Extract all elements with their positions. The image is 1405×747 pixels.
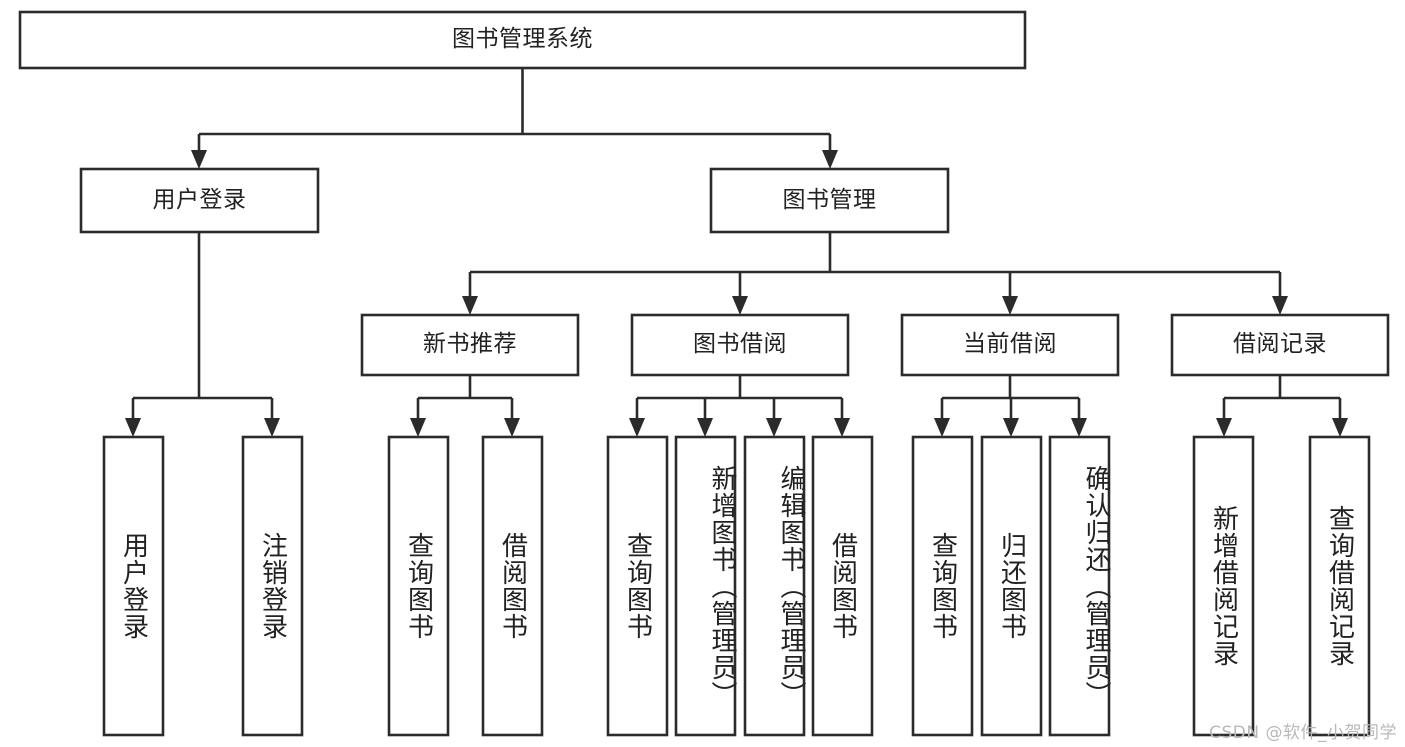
node-user-login-box[interactable] [79,167,320,234]
node-current-borrow-box[interactable] [900,313,1120,377]
connector-userlogin-to-leaves [125,232,280,437]
leaf-box-user-login-1[interactable] [102,435,165,737]
node-book-management-box[interactable] [709,167,950,234]
leaf-box-book-borrow-3[interactable] [743,435,806,737]
leaf-box-user-login-2[interactable] [241,435,304,737]
connector-currentborrow-to-leaves [934,375,1087,437]
connector-borrowrecord-to-leaves [1216,375,1348,437]
connector-root-to-tier2 [191,68,838,169]
connector-bookborrow-to-leaves [629,375,850,437]
leaf-box-new-book-2[interactable] [481,435,544,737]
connector-newbook-to-leaves [410,375,520,437]
leaf-box-current-borrow-3[interactable] [1048,435,1111,737]
leaf-box-current-borrow-1[interactable] [911,435,974,737]
leaf-box-borrow-record-2[interactable] [1308,435,1371,737]
node-book-borrow-box[interactable] [630,313,850,377]
leaf-box-new-book-1[interactable] [387,435,450,737]
node-new-book-recommend-box[interactable] [360,313,580,377]
node-borrow-record-box[interactable] [1170,313,1390,377]
connector-bookmgmt-to-tier3 [462,232,1288,315]
node-root-box[interactable] [18,10,1027,70]
leaf-box-book-borrow-1[interactable] [606,435,669,737]
leaf-box-book-borrow-4[interactable] [811,435,874,737]
leaf-box-current-borrow-2[interactable] [980,435,1043,737]
leaf-box-borrow-record-1[interactable] [1192,435,1255,737]
leaf-box-book-borrow-2[interactable] [674,435,737,737]
